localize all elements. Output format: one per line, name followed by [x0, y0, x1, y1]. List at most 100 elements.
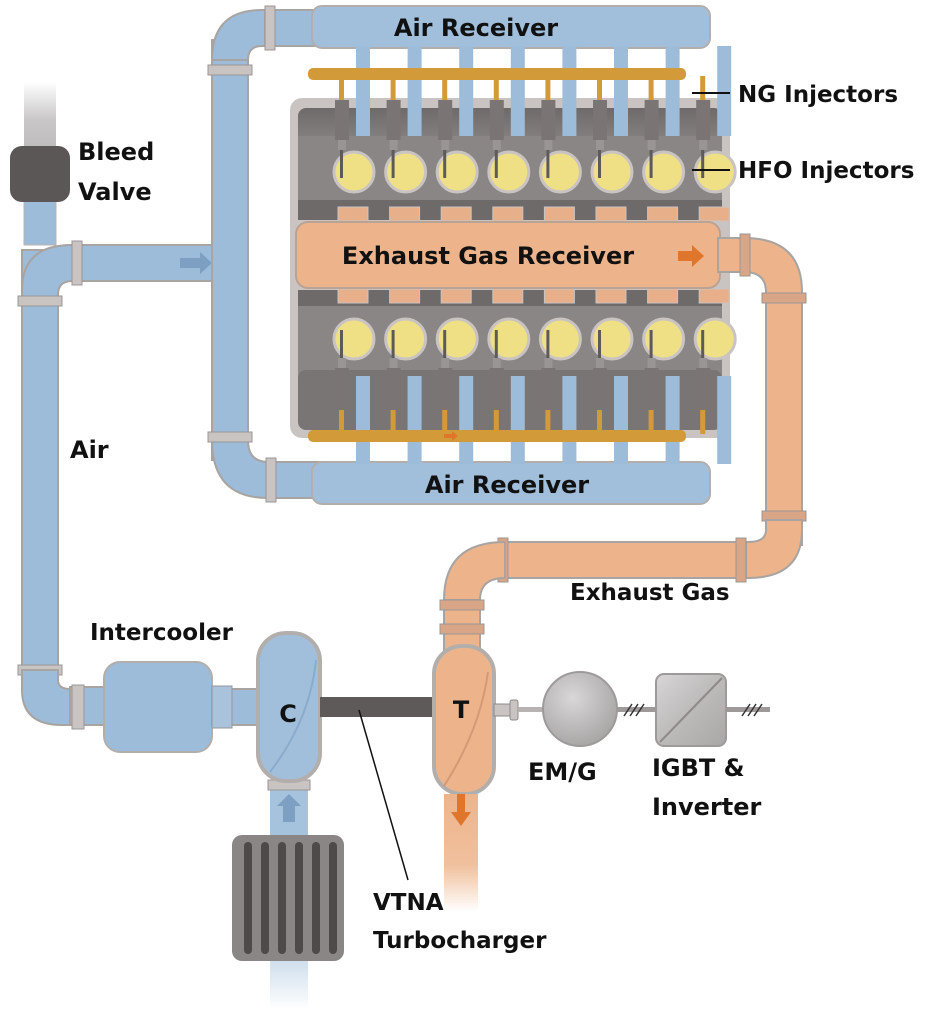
air-filter: [232, 835, 344, 961]
hfo-injector-tip: [544, 140, 553, 150]
hfo-injector-needle: [340, 150, 343, 178]
hfo-injector-needle: [546, 330, 550, 358]
ng-feed: [442, 76, 448, 102]
hfo-injector-tip: [441, 358, 450, 368]
air-runner: [562, 46, 577, 136]
cylinder: [384, 150, 428, 194]
exhaust-port: [698, 288, 730, 304]
hfo-injector: [386, 368, 401, 410]
exhaust-pipe: [439, 233, 807, 651]
cylinder: [435, 150, 479, 194]
inlet-flow-arrow: [277, 794, 301, 822]
air-runner: [717, 376, 732, 464]
exhaust-port: [698, 206, 730, 222]
hfo-injector-needle: [649, 330, 653, 358]
filter-slot: [329, 842, 337, 954]
power-cable-2: [726, 703, 770, 717]
cylinder: [538, 317, 582, 361]
label-emg: EM/G: [528, 758, 597, 786]
hfo-injector-needle: [340, 330, 343, 358]
hfo-injector: [335, 100, 349, 140]
label-vtna: VTNA: [373, 890, 444, 916]
air-runner: [459, 46, 474, 136]
ng-feed: [442, 408, 448, 434]
filter-slot: [295, 842, 303, 954]
air-runner: [356, 376, 370, 464]
air-runner: [665, 46, 680, 136]
exhaust-port: [647, 288, 679, 304]
filter-slot: [244, 842, 252, 954]
exhaust-out-arrow: [451, 794, 471, 826]
hfo-injector-needle: [546, 150, 550, 178]
hfo-injector-tip: [492, 140, 501, 150]
ng-feed: [390, 408, 396, 434]
label-valve: Valve: [78, 178, 152, 206]
bleed-valve: [10, 146, 70, 202]
hfo-injector: [541, 368, 556, 410]
turbocharger-shaft: [320, 697, 438, 717]
hfo-injector-tip: [699, 358, 708, 368]
exhaust-port: [389, 288, 421, 304]
air-runner: [562, 376, 577, 464]
hfo-injector-tip: [492, 358, 501, 368]
ng-feed: [493, 76, 499, 102]
cylinder: [332, 317, 376, 361]
ng-feed: [390, 76, 396, 102]
label-exhaust-gas: Exhaust Gas: [570, 580, 730, 606]
hfo-injector-needle: [494, 330, 498, 358]
exhaust-port: [543, 206, 575, 222]
exhaust-port: [492, 206, 524, 222]
hfo-injector-tip: [338, 358, 346, 368]
hfo-injector: [644, 368, 659, 410]
generator-shaft: [493, 699, 548, 721]
label-turbine: T: [453, 696, 470, 724]
hfo-injector-needle: [649, 150, 653, 178]
cylinder: [693, 150, 737, 194]
cylinder: [590, 317, 634, 361]
exhaust-port: [595, 206, 627, 222]
exhaust-port: [337, 288, 369, 304]
exhaust-port: [647, 206, 679, 222]
exhaust-flow-arrow: [678, 245, 704, 267]
cylinder: [642, 150, 686, 194]
hfo-injector-tip: [596, 140, 604, 150]
intercooler: [103, 661, 263, 753]
air-runner: [614, 46, 628, 136]
ng-feed: [700, 76, 706, 102]
label-inverter: Inverter: [652, 793, 762, 821]
turbine-outlet-pipe: [444, 794, 478, 912]
vtna-leader-line: [358, 709, 409, 881]
cylinder: [487, 150, 531, 194]
hfo-injector-needle: [494, 150, 498, 178]
exhaust-port: [595, 288, 627, 304]
hfo-injector-needle: [391, 330, 395, 358]
igbt-inverter: [655, 673, 727, 747]
ng-fuel-rail-top: [308, 68, 686, 80]
hfo-injector-tip: [441, 140, 450, 150]
exhaust-port: [337, 206, 369, 222]
label-ng-injectors: NG Injectors: [738, 82, 898, 108]
cylinder: [435, 317, 479, 361]
air-runner: [614, 376, 628, 464]
exhaust-port: [440, 288, 472, 304]
label-air: Air: [70, 436, 109, 464]
ng-feed: [648, 408, 654, 434]
ng-feed: [700, 408, 706, 434]
hfo-injector-needle: [701, 330, 705, 358]
filter-slot: [312, 842, 320, 954]
label-bleed: Bleed: [78, 138, 154, 166]
hfo-injector-tip: [699, 140, 708, 150]
hfo-injector-tip: [389, 358, 398, 368]
air-runner: [665, 376, 680, 464]
air-runner: [407, 376, 422, 464]
hfo-injector-tip: [596, 358, 604, 368]
cylinder: [538, 150, 582, 194]
ng-feed: [339, 76, 344, 102]
label-compressor: C: [279, 700, 297, 728]
hfo-injector: [696, 368, 711, 410]
label-intercooler: Intercooler: [90, 620, 234, 646]
hfo-injector: [335, 368, 349, 410]
ng-feed: [597, 76, 602, 102]
hfo-injector-tip: [647, 140, 656, 150]
